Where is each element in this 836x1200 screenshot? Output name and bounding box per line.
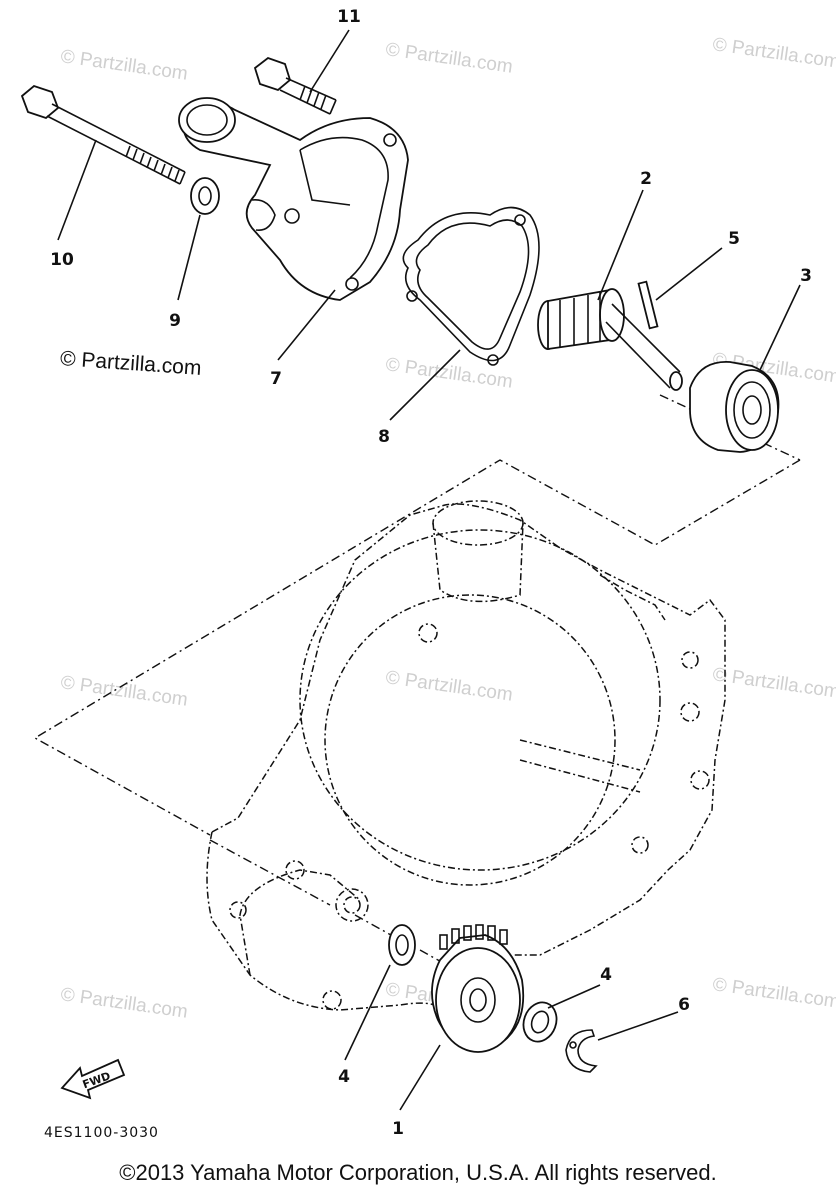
part-9-washer bbox=[190, 177, 220, 215]
watermark-text: © Partzilla.com bbox=[59, 672, 189, 711]
copyright-notice: ©2013 Yamaha Motor Corporation, U.S.A. A… bbox=[119, 1160, 717, 1185]
part-8-gasket bbox=[402, 206, 540, 366]
watermark-text: © Partzilla.com bbox=[384, 39, 514, 78]
fwd-arrow-icon: FWD bbox=[60, 1058, 126, 1100]
callout-3: 3 bbox=[800, 266, 812, 286]
callout-4-right: 4 bbox=[600, 965, 612, 985]
callout-2: 2 bbox=[640, 169, 652, 189]
watermark-text: © Partzilla.com bbox=[711, 34, 836, 73]
part-2-impeller-shaft bbox=[537, 288, 683, 391]
watermark-text: © Partzilla.com bbox=[59, 46, 189, 85]
watermark-text: © Partzilla.com bbox=[711, 664, 836, 703]
part-3-bearing bbox=[689, 361, 780, 453]
callout-10: 10 bbox=[50, 250, 74, 270]
callout-11: 11 bbox=[337, 7, 361, 27]
callout-4-left: 4 bbox=[338, 1067, 350, 1087]
part-1-drive-gear bbox=[431, 924, 525, 1053]
watermark-text: © Partzilla.com bbox=[711, 974, 836, 1013]
crankcase-cover bbox=[206, 500, 726, 1011]
fwd-label: FWD bbox=[81, 1069, 112, 1091]
part-5-pin bbox=[637, 280, 659, 330]
callout-8: 8 bbox=[378, 427, 390, 447]
part-4-washer-left bbox=[388, 924, 416, 966]
part-10-long-bolt bbox=[20, 84, 186, 185]
callout-numbers: 11 10 9 7 8 2 5 3 4 1 4 6 bbox=[50, 7, 812, 1139]
watermark-text: © Partzilla.com bbox=[59, 984, 189, 1023]
callout-6: 6 bbox=[678, 995, 690, 1015]
callout-7: 7 bbox=[270, 369, 282, 389]
leader-lines bbox=[57, 29, 801, 1111]
callout-1: 1 bbox=[392, 1119, 404, 1139]
callout-5: 5 bbox=[728, 229, 740, 249]
part-6-circlip bbox=[565, 1029, 598, 1073]
part-7-pump-cover bbox=[178, 97, 409, 301]
diagram-code: 4ES1100-3030 bbox=[44, 1125, 159, 1141]
part-4-washer-right bbox=[522, 1001, 558, 1043]
callout-9: 9 bbox=[169, 311, 181, 331]
part-11-short-bolt bbox=[253, 56, 337, 115]
watermark-text: © Partzilla.com bbox=[384, 667, 514, 706]
